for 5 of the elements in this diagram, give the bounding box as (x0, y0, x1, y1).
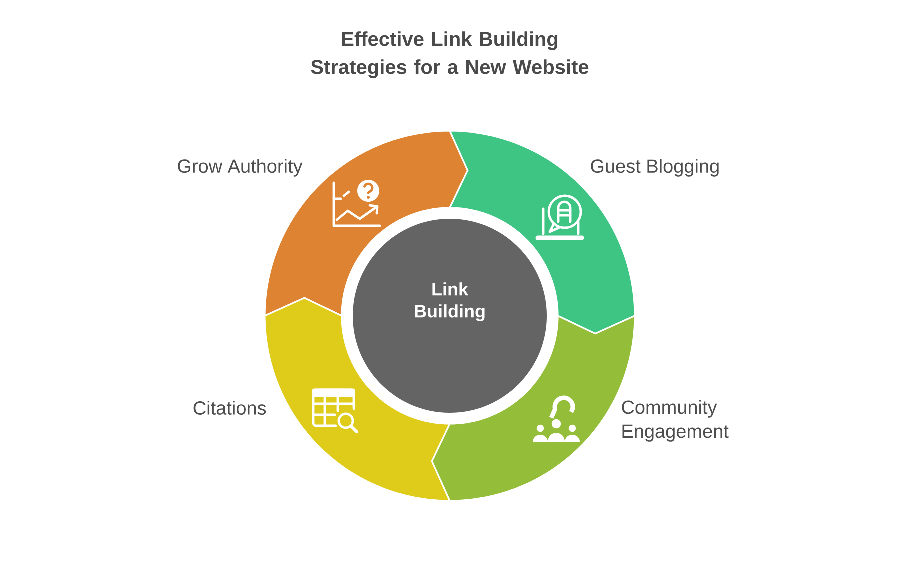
segment-label: Community Engagement (622, 400, 729, 442)
segment-label: Grow Authority (178, 159, 303, 177)
segment-label: Citations (194, 401, 266, 415)
title: Effective Link Building Strategies for a New Website (311, 32, 589, 78)
segment-label: Guest Blogging (591, 159, 719, 177)
